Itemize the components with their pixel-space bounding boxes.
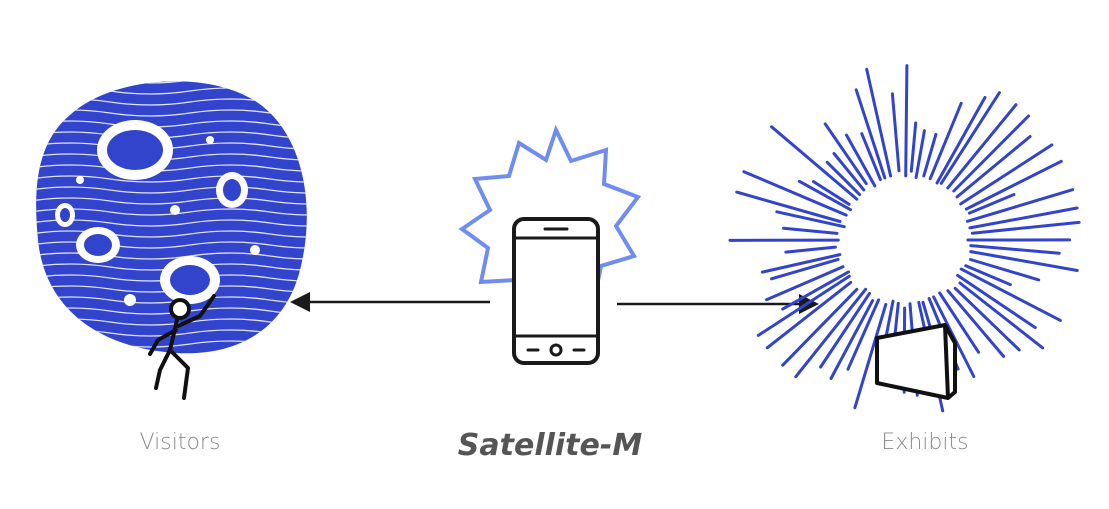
- burst-ray: [967, 190, 1072, 222]
- exhibits-label: Exhibits: [845, 430, 1005, 455]
- burst-ray: [971, 252, 1078, 271]
- burst-ray: [825, 124, 866, 184]
- satellite-m-title: Satellite-M: [380, 428, 720, 463]
- burst-ray: [821, 293, 870, 367]
- burst-ray: [786, 247, 836, 252]
- burst-ray: [955, 288, 1019, 350]
- burst-ray: [911, 123, 915, 171]
- burst-ray: [848, 300, 879, 369]
- burst-ray: [892, 94, 899, 171]
- asteroid-icon: [30, 77, 350, 358]
- burst-ray: [971, 246, 1059, 254]
- burst-ray: [960, 283, 1043, 348]
- exhibit-box-icon: [877, 325, 955, 398]
- burst-ray: [954, 116, 1029, 191]
- smartphone-icon: [514, 219, 598, 363]
- burst-ray: [906, 66, 907, 176]
- burst-ray: [916, 131, 924, 178]
- burst-ray: [784, 228, 838, 233]
- visitors-label: Visitors: [100, 430, 260, 455]
